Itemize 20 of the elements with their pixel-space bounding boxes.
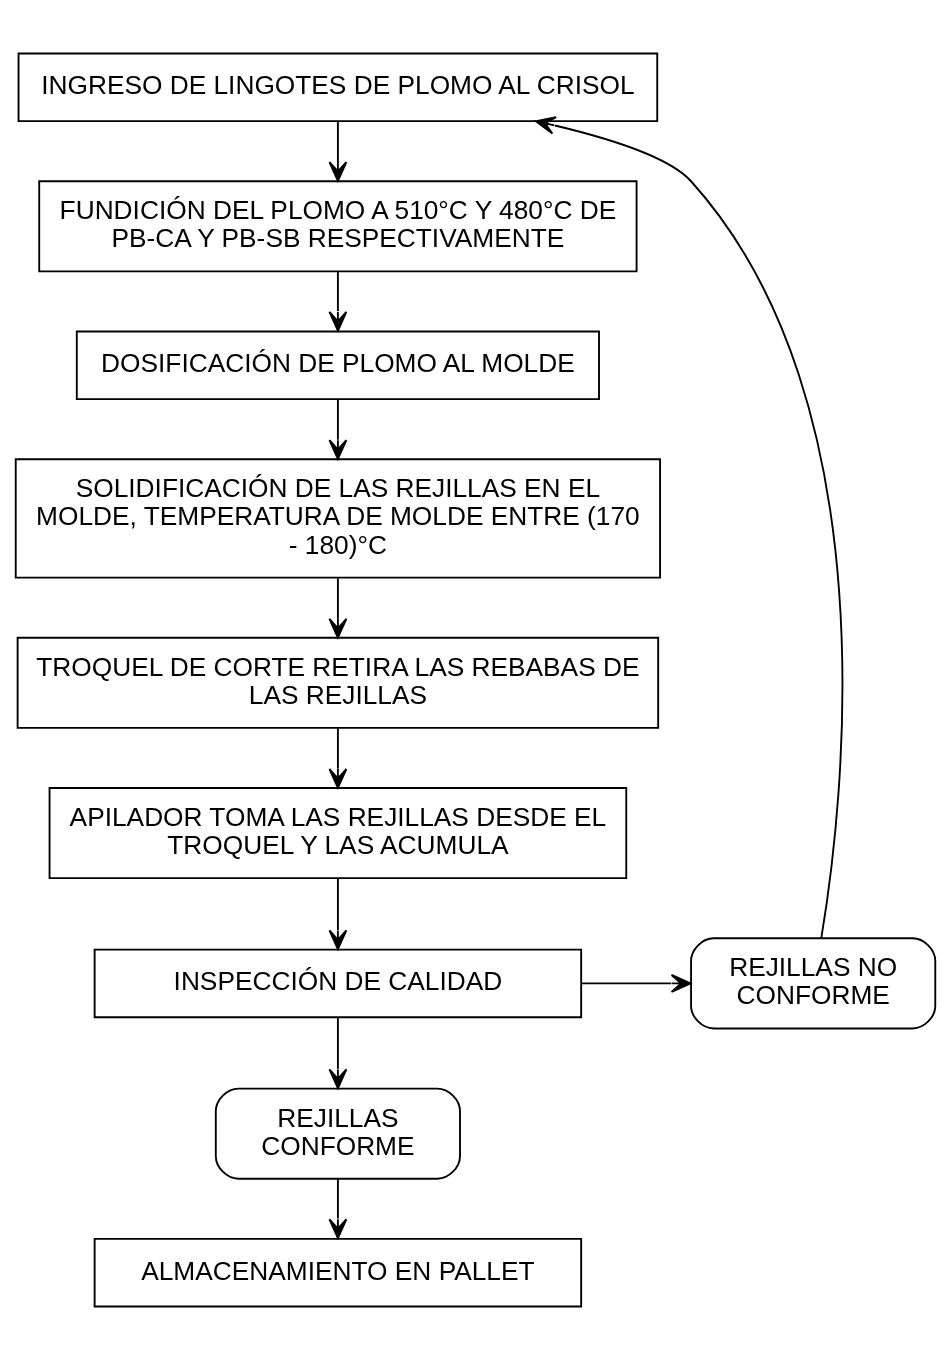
arrow: [328, 1178, 348, 1239]
node-box: INGRESO DE LINGOTES DE PLOMO AL CRISOL: [17, 52, 659, 123]
arrow: [581, 974, 692, 993]
node-box: FUNDICIÓN DEL PLOMO A 510°C Y 480°C DE PB-CA Y PB-SB RESPECTIVAMENTE: [38, 180, 638, 273]
arrow: [328, 577, 348, 639]
node-box: ALMACENAMIENTO EN PALLET: [93, 1237, 583, 1308]
arrow: [534, 116, 844, 939]
node-box: APILADOR TOMA LAS REJILLAS DESDE EL TROQUEL Y LAS ACUMULA: [48, 787, 628, 880]
node-box: INSPECCIÓN DE CALIDAD: [93, 948, 583, 1019]
arrow: [328, 120, 348, 182]
arrow: [328, 1016, 348, 1090]
node-box: DOSIFICACIÓN DE PLOMO AL MOLDE: [75, 330, 600, 401]
arrow: [328, 727, 348, 789]
node-box: REJILLAS NO CONFORME: [690, 937, 937, 1030]
arrow: [328, 878, 348, 951]
arrow: [328, 398, 348, 460]
node-box: SOLIDIFICACIÓN DE LAS REJILLAS EN EL MOLDE, TEMPERATURA DE MOLDE ENTRE (170 - 180)°C: [14, 458, 661, 579]
node-box: TROQUEL DE CORTE RETIRA LAS REBABAS DE LAS REJILLAS: [16, 636, 660, 729]
node-box: REJILLAS CONFORME: [214, 1087, 461, 1180]
arrow: [328, 270, 348, 332]
